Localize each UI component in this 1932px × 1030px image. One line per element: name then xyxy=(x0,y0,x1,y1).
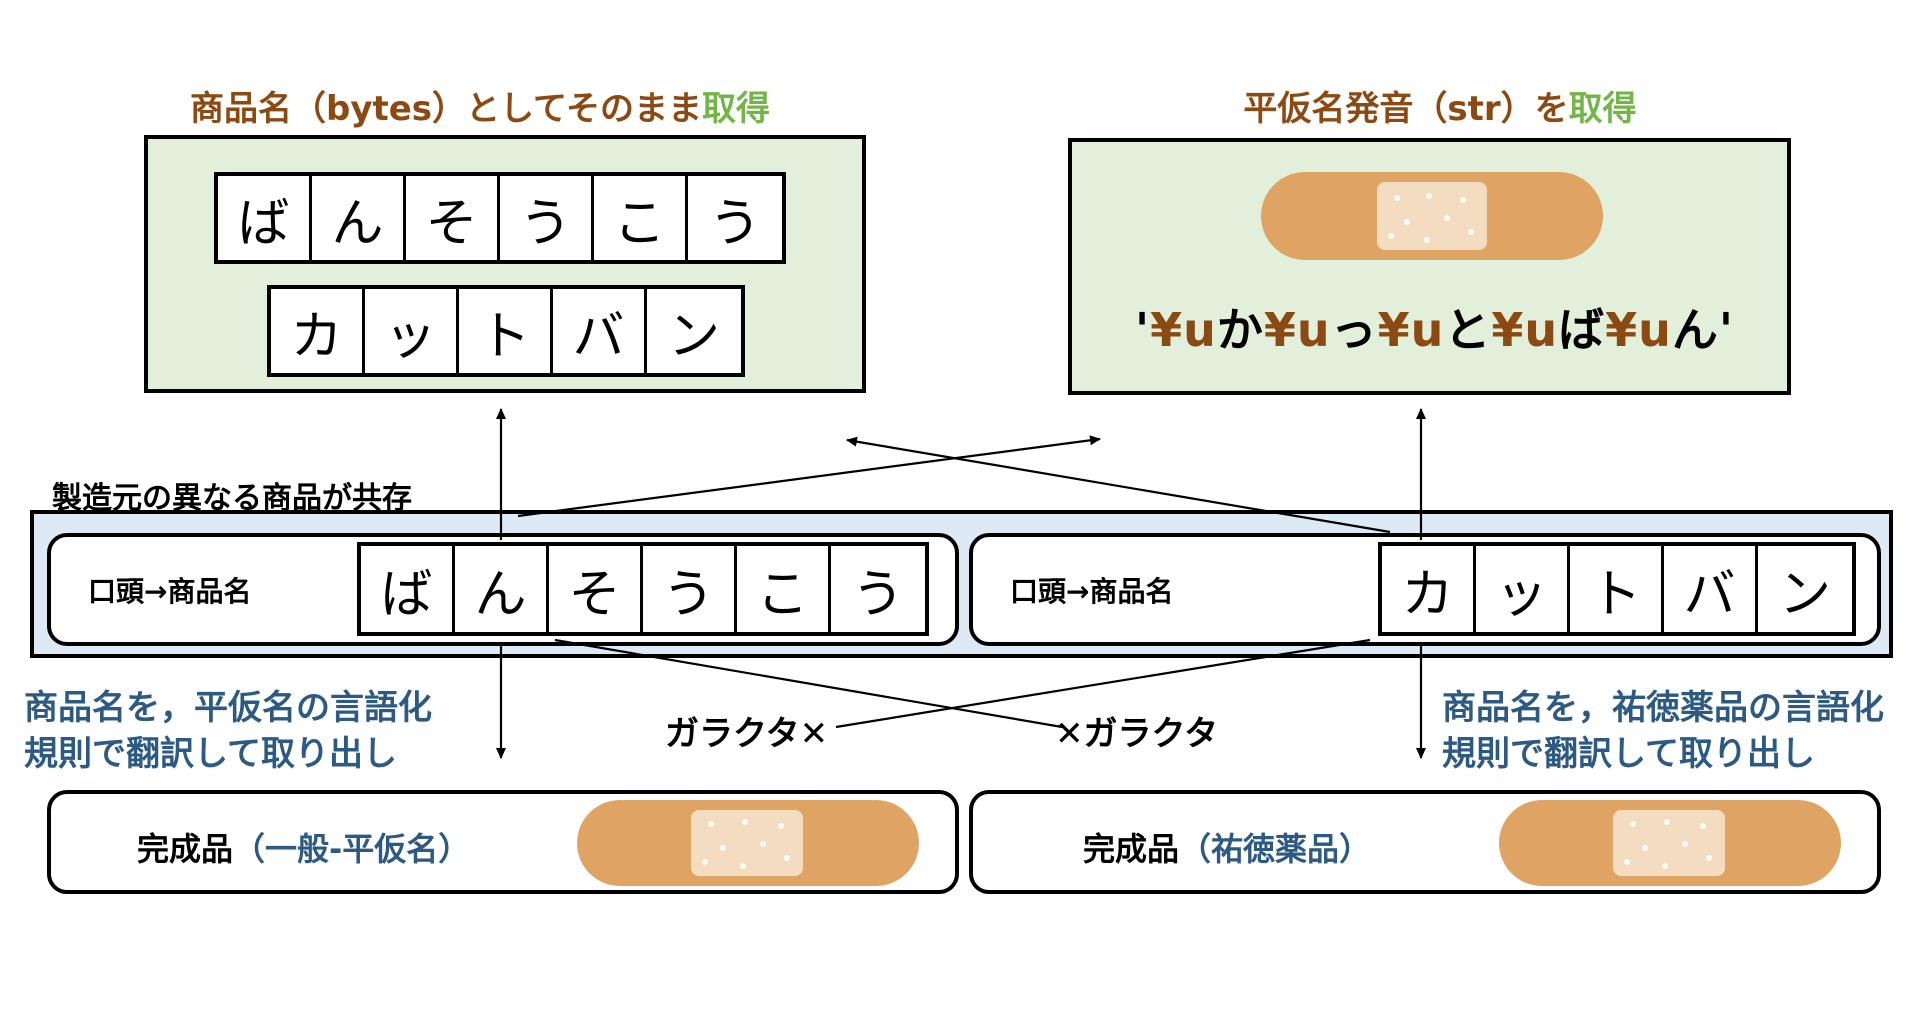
char-cell: ば xyxy=(361,546,455,632)
char-cell: う xyxy=(643,546,737,632)
char-cell: カ xyxy=(271,289,365,373)
right-product-label-main: 完成品 xyxy=(1083,830,1180,868)
left-input-label: 口頭→商品名 xyxy=(88,575,252,608)
right-product-label: 完成品（祐徳薬品） xyxy=(1083,824,1371,870)
str-char: ' xyxy=(1135,303,1151,357)
char-cell: ト xyxy=(459,289,553,373)
left-result-panel: ばんそうこう カットバン xyxy=(144,135,866,393)
char-cell: ば xyxy=(218,176,312,260)
right-product-label-paren: （祐徳薬品） xyxy=(1179,830,1372,868)
char-cell: こ xyxy=(594,176,688,260)
left-katakana-cells: カットバン xyxy=(267,285,745,377)
char-cell: う xyxy=(708,193,761,254)
char-cell: こ xyxy=(737,546,831,632)
str-char: と xyxy=(1444,303,1492,357)
right-heading-main: 平仮名発音（str）を xyxy=(1243,89,1569,129)
band-right-cells: カットバン xyxy=(1378,542,1856,636)
char-cell: ン xyxy=(667,306,720,367)
char-cell: バ xyxy=(1664,546,1758,632)
cross-up-to-right xyxy=(517,435,1101,518)
left-note: 商品名を，平仮名の言語化 規則で翻訳して取り出し xyxy=(24,685,432,777)
right-note: 商品名を，祐徳薬品の言語化 規則で翻訳して取り出し xyxy=(1442,685,1884,777)
bandage-icon xyxy=(1261,172,1603,260)
char-cell: そ xyxy=(549,546,643,632)
char-cell: ト xyxy=(1570,546,1664,632)
char-cell: ッ xyxy=(365,289,459,373)
left-product-label-main: 完成品 xyxy=(137,830,234,868)
left-hiragana-cells: ばんそうこう xyxy=(214,172,786,264)
escape-prefix: ¥u xyxy=(1377,303,1445,357)
right-heading: 平仮名発音（str）を取得 xyxy=(1100,84,1780,134)
escape-prefix: ¥u xyxy=(1605,303,1672,357)
bandage-icon xyxy=(1499,800,1841,886)
char-cell: う xyxy=(851,564,904,625)
right-result-panel xyxy=(1068,138,1791,395)
escape-prefix: ¥u xyxy=(1150,303,1217,357)
band-left-cells: ばんそうこう xyxy=(357,542,929,636)
str-value: '¥uか¥uっ¥uと¥uば¥uん' xyxy=(1135,294,1733,360)
left-product-label-paren: （一般-平仮名） xyxy=(233,830,471,868)
right-note-line-2: 規則で翻訳して取り出し xyxy=(1442,734,1815,774)
char-cell: う xyxy=(500,176,594,260)
right-product-box: 完成品（祐徳薬品） xyxy=(969,790,1881,894)
char-cell: カ xyxy=(1382,546,1476,632)
str-char: っ xyxy=(1330,303,1378,357)
str-char: ば xyxy=(1558,303,1606,357)
left-garbage-label: ガラクタ✕ xyxy=(665,714,829,754)
right-heading-accent: 取得 xyxy=(1568,89,1637,129)
str-char: ん xyxy=(1671,303,1719,357)
right-note-line-1: 商品名を，祐徳薬品の言語化 xyxy=(1442,688,1884,728)
cross-down-to-right-garbage xyxy=(554,638,1063,729)
left-heading-main: 商品名（bytes）としてそのまま xyxy=(189,89,702,129)
escape-prefix: ¥u xyxy=(1491,303,1559,357)
str-char: ' xyxy=(1718,303,1735,357)
char-cell: ん xyxy=(312,176,406,260)
left-note-line-1: 商品名を，平仮名の言語化 xyxy=(24,688,432,728)
char-cell: ん xyxy=(455,546,549,632)
right-input-label: 口頭→商品名 xyxy=(1010,575,1174,608)
char-cell: ッ xyxy=(1476,546,1570,632)
str-char: か xyxy=(1216,303,1264,357)
left-heading-accent: 取得 xyxy=(702,89,770,129)
cross-down-to-left-garbage xyxy=(835,638,1371,729)
left-product-label: 完成品（一般-平仮名） xyxy=(137,824,470,870)
left-note-line-2: 規則で翻訳して取り出し xyxy=(24,734,397,774)
cross-up-to-left xyxy=(846,436,1391,534)
left-product-box: 完成品（一般-平仮名） xyxy=(47,790,959,894)
right-garbage-label: ✕ガラクタ xyxy=(1055,714,1219,754)
left-heading: 商品名（bytes）としてそのまま取得 xyxy=(140,84,820,134)
char-cell: ン xyxy=(1778,564,1831,625)
char-cell: バ xyxy=(553,289,647,373)
escape-prefix: ¥u xyxy=(1263,303,1331,357)
char-cell: そ xyxy=(406,176,500,260)
bandage-icon xyxy=(577,800,919,886)
